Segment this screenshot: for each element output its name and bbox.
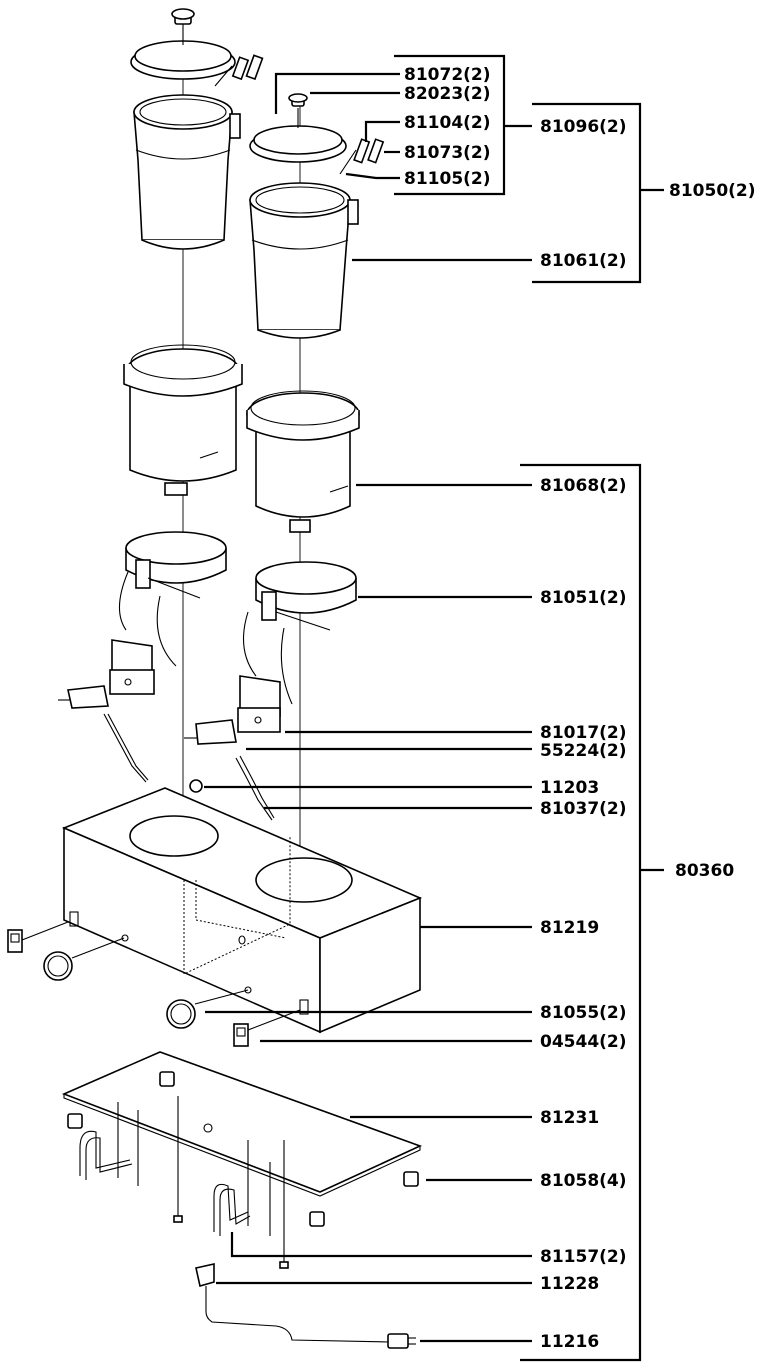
base-cabinet xyxy=(61,787,423,1034)
callout-81219: 81219 xyxy=(540,918,599,938)
callout-81072: 81072(2) xyxy=(404,65,491,85)
callout-81061: 81061(2) xyxy=(540,251,627,271)
callout-11228: 11228 xyxy=(540,1274,599,1294)
left-thermostat-bracket xyxy=(58,639,155,783)
callout-81051: 81051(2) xyxy=(540,588,627,608)
callout-81157: 81157(2) xyxy=(540,1247,627,1267)
callout-81073: 81073(2) xyxy=(404,143,491,163)
left-decanter xyxy=(133,94,241,250)
right-lid xyxy=(249,93,347,163)
left-band-heater xyxy=(118,531,227,667)
callout-81050: 81050(2) xyxy=(669,181,756,201)
callout-82023: 82023(2) xyxy=(404,84,491,104)
right-assembly xyxy=(184,93,385,880)
callout-81068: 81068(2) xyxy=(540,476,627,496)
callout-81055: 81055(2) xyxy=(540,1003,627,1023)
left-warmer-pot xyxy=(123,344,243,496)
right-thermostat-bracket xyxy=(184,675,281,821)
callout-81037: 81037(2) xyxy=(540,799,627,819)
callout-11216: 11216 xyxy=(540,1332,599,1352)
bushing xyxy=(189,779,203,793)
callout-labels: 81072(2) 82023(2) 81104(2) 81073(2) 8110… xyxy=(404,65,756,1352)
callout-81231: 81231 xyxy=(540,1108,599,1128)
callout-81017: 81017(2) xyxy=(540,723,627,743)
left-assembly xyxy=(58,8,264,860)
callout-81105: 81105(2) xyxy=(404,169,491,189)
right-decanter xyxy=(249,182,359,339)
leader-lines xyxy=(204,54,664,1362)
controls xyxy=(7,921,301,1047)
right-warmer-pot xyxy=(246,390,360,533)
callout-55224: 55224(2) xyxy=(540,741,627,761)
callout-80360: 80360 xyxy=(675,861,734,881)
callout-81096: 81096(2) xyxy=(540,117,627,137)
callout-11203: 11203 xyxy=(540,778,599,798)
callout-81104: 81104(2) xyxy=(404,113,491,133)
callout-81058: 81058(4) xyxy=(540,1171,627,1191)
callout-04544: 04544(2) xyxy=(540,1032,627,1052)
cord-assembly xyxy=(195,1263,416,1349)
bottom-plate xyxy=(61,1051,423,1269)
left-hinge xyxy=(214,54,264,87)
right-band-heater xyxy=(243,561,357,705)
left-lid xyxy=(130,8,236,80)
